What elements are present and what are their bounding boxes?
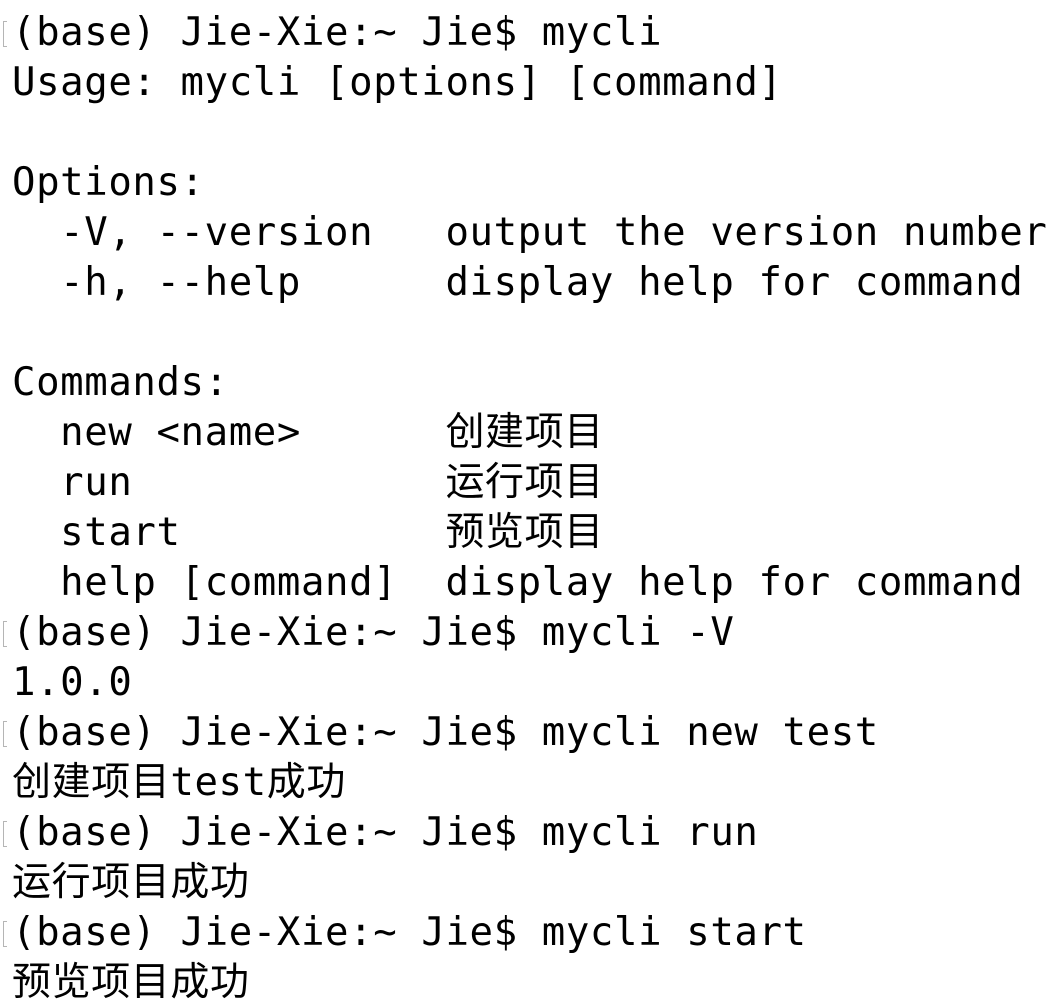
output-line: 运行项目成功: [12, 858, 1047, 908]
prompt-line: (base) Jie-Xie:~ Jie$ mycli run: [3, 808, 1047, 858]
prompt-mark-icon: [3, 721, 7, 747]
prompt-line: (base) Jie-Xie:~ Jie$ mycli -V: [3, 608, 1047, 658]
line-text: new <name> 创建项目: [12, 410, 604, 455]
line-text: -h, --help display help for command: [12, 260, 1024, 305]
output-line: [12, 108, 1047, 158]
line-text: (base) Jie-Xie:~ Jie$ mycli -V: [12, 610, 735, 655]
output-line: [12, 308, 1047, 358]
output-line: 1.0.0: [12, 658, 1047, 708]
output-line: help [command] display help for command: [12, 558, 1047, 608]
output-line: run 运行项目: [12, 458, 1047, 508]
output-line: start 预览项目: [12, 508, 1047, 558]
line-text: help [command] display help for command: [12, 560, 1024, 605]
line-text: (base) Jie-Xie:~ Jie$ mycli run: [12, 810, 759, 855]
output-line: Options:: [12, 158, 1047, 208]
line-text: 预览项目成功: [12, 960, 250, 1005]
output-line: -h, --help display help for command: [12, 258, 1047, 308]
prompt-line: (base) Jie-Xie:~ Jie$ mycli start: [3, 908, 1047, 958]
line-text: 1.0.0: [12, 660, 133, 705]
prompt-mark-icon: [3, 21, 7, 47]
line-text: Options:: [12, 160, 205, 205]
line-text: Usage: mycli [options] [command]: [12, 60, 783, 105]
line-text: run 运行项目: [12, 460, 604, 505]
prompt-mark-icon: [3, 821, 7, 847]
output-line: Usage: mycli [options] [command]: [12, 58, 1047, 108]
line-text: (base) Jie-Xie:~ Jie$ mycli new test: [12, 710, 879, 755]
line-text: start 预览项目: [12, 510, 604, 555]
prompt-line: (base) Jie-Xie:~ Jie$ mycli: [3, 8, 1047, 58]
line-text: (base) Jie-Xie:~ Jie$ mycli start: [12, 910, 807, 955]
output-line: -V, --version output the version number: [12, 208, 1047, 258]
output-line: 创建项目test成功: [12, 758, 1047, 808]
line-text: 运行项目成功: [12, 860, 250, 905]
prompt-line: (base) Jie-Xie:~ Jie$ mycli new test: [3, 708, 1047, 758]
line-text: Commands:: [12, 360, 229, 405]
output-line: new <name> 创建项目: [12, 408, 1047, 458]
line-text: (base) Jie-Xie:~ Jie$ mycli: [12, 10, 663, 55]
output-line: 预览项目成功: [12, 958, 1047, 1008]
prompt-mark-icon: [3, 921, 7, 947]
line-text: -V, --version output the version number: [12, 210, 1048, 255]
output-line: Commands:: [12, 358, 1047, 408]
prompt-mark-icon: [3, 621, 7, 647]
line-text: 创建项目test成功: [12, 760, 346, 805]
